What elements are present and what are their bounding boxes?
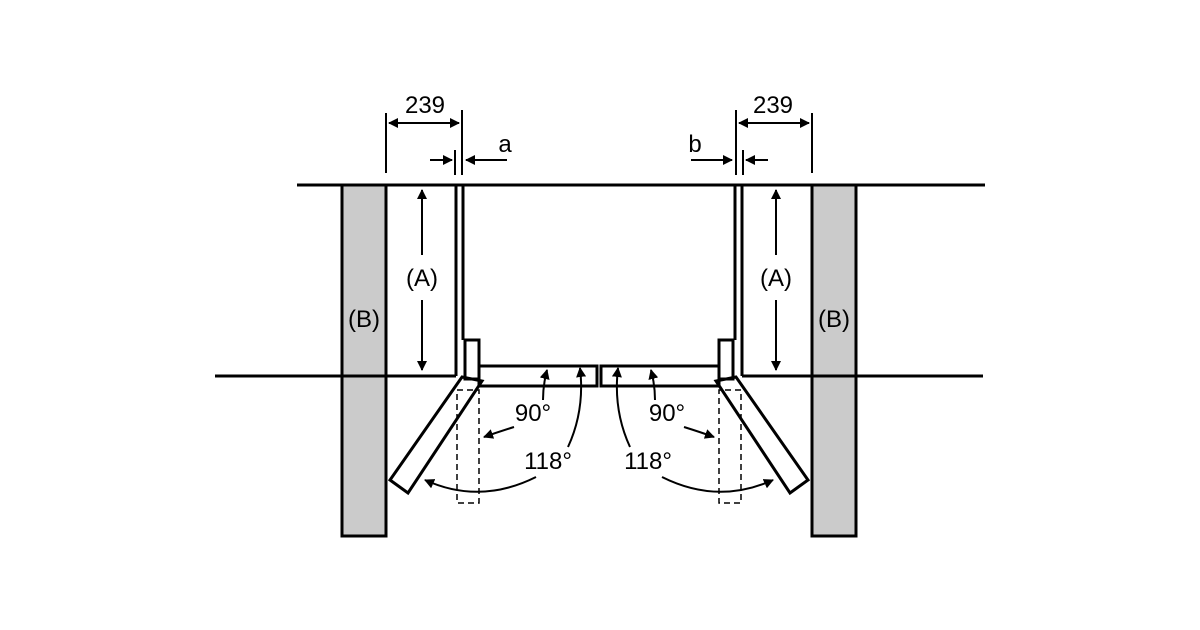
clearance-label-right: (A) [760,265,792,292]
angle-90-left: 90° [515,400,551,427]
angle-arrow-90 [539,369,550,401]
wall-label-right: (B) [818,306,850,333]
width-label-right: 239 [753,92,793,119]
hinge [463,338,481,381]
wall-label-left: (B) [348,306,380,333]
closed-door [477,364,599,388]
angle-118-right: 118° [624,448,672,475]
angle-arrow-118 [567,367,587,448]
angle-arrow-118 [424,476,537,493]
angle-arrow-90 [483,426,515,439]
clearance-label-left: (A) [406,265,438,292]
angle-90-right: 90° [649,400,685,427]
angle-118-left: 118° [524,448,572,475]
width-label-left: 239 [405,92,445,119]
gap-label-a: a [498,131,512,158]
open-door-118 [387,375,485,496]
open-door-90-outline [456,389,480,504]
gap-label-b: b [688,131,701,158]
side-wall-b [340,183,388,538]
left-half [215,110,599,538]
